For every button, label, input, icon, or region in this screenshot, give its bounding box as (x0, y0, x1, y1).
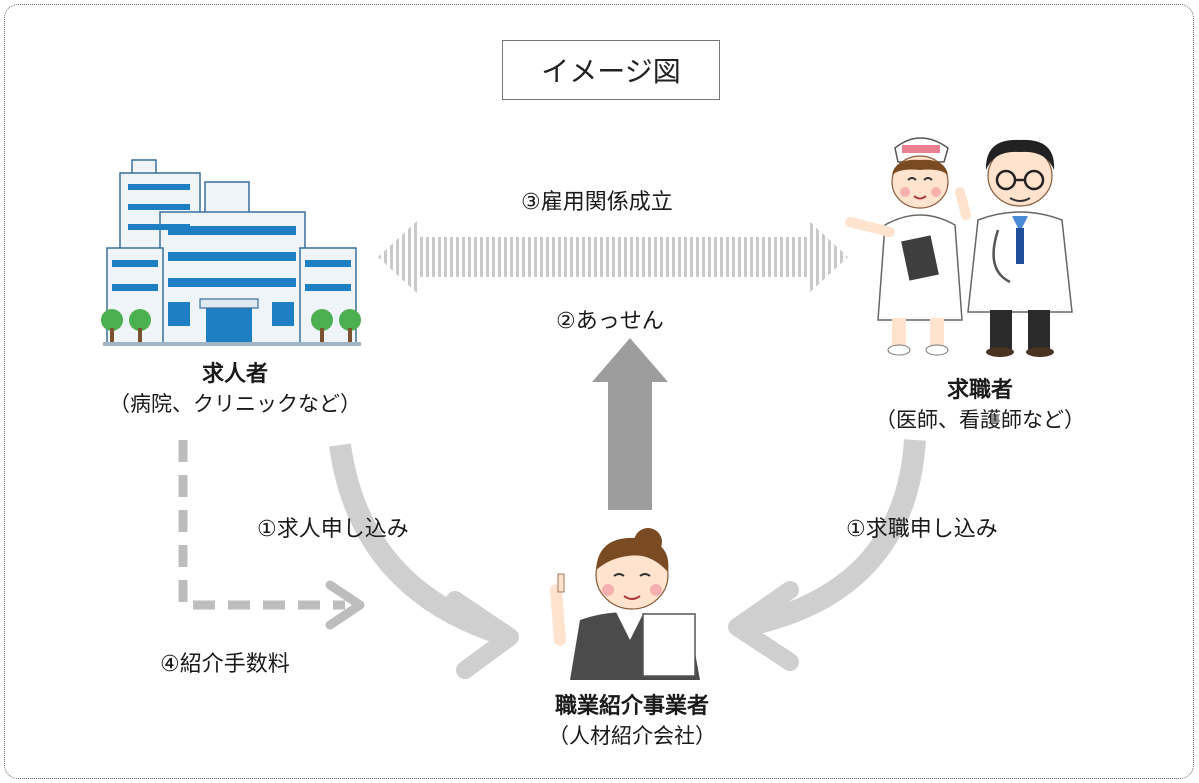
employer-label: 求人者 （病院、クリニックなど） (100, 356, 370, 418)
diagram-title: イメージ図 (502, 40, 720, 100)
nurse-icon (845, 137, 963, 356)
diagram-frame (4, 4, 1194, 779)
hospital-icon (101, 159, 361, 346)
mediation-label: ②あっせん (556, 309, 664, 334)
agency-name: 職業紹介事業者 (554, 694, 709, 719)
job-seeker-label: 求職者 （医師、看護師など） (840, 372, 1120, 434)
employer-to-agency-arrow (329, 443, 519, 679)
agent-woman-icon (550, 528, 700, 680)
agency-label: 職業紹介事業者 （人材紹介会社） (512, 688, 752, 750)
employment-arrow (378, 220, 848, 294)
employer-name: 求人者 (201, 362, 268, 387)
mediation-arrow (592, 338, 668, 510)
job-seeker-application-label: ①求職申し込み (846, 517, 998, 542)
job-seeker-note: （医師、看護師など） (875, 408, 1085, 432)
job-offer-application-label: ①求人申し込み (257, 517, 409, 542)
referral-fee-label: ④紹介手数料 (160, 652, 290, 677)
agency-note: （人材紹介会社） (548, 724, 716, 748)
doctor-icon (955, 139, 1073, 357)
job-seeker-name: 求職者 (946, 378, 1013, 403)
employer-note: （病院、クリニックなど） (109, 392, 361, 416)
referral-fee-arrow (178, 440, 365, 630)
seeker-to-agency-arrow (728, 439, 926, 671)
employment-relationship-label: ③雇用関係成立 (521, 190, 673, 215)
